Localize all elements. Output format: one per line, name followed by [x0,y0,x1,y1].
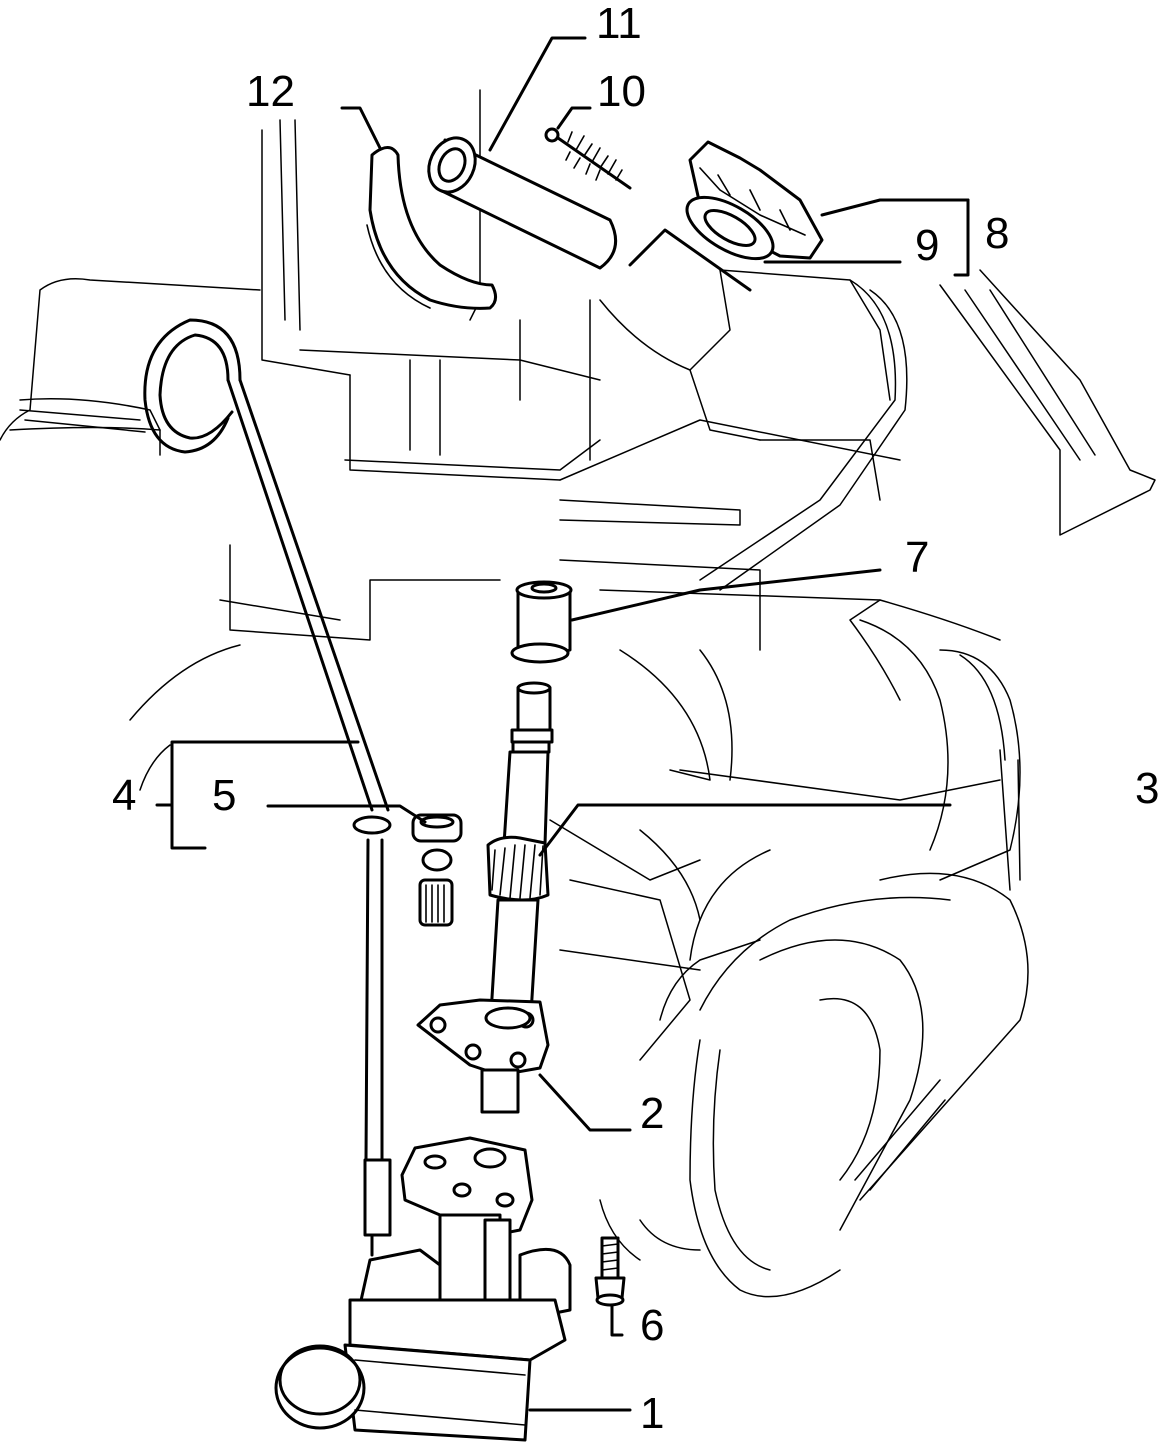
leader-2 [538,1073,632,1132]
bracket-8-9 [953,198,970,277]
leader-5 [266,804,427,824]
part-11-sleeve-tube [427,136,618,270]
leader-11 [488,36,587,152]
part-3-drive-shaft [486,681,554,1032]
callout-8: 8 [985,209,1009,258]
part-6-bolt [594,1236,626,1307]
callout-5: 5 [212,771,236,820]
leader-4 [170,740,360,850]
callout-4: 4 [112,771,136,820]
callout-11: 11 [596,0,642,48]
leader-6 [610,1303,624,1337]
part-4-dipstick [143,318,392,1257]
leader-7 [570,568,882,622]
callout-7: 7 [905,533,929,582]
callout-9: 9 [915,221,939,270]
callout-1: 1 [640,1389,664,1438]
callout-labels: 1 2 3 4 5 6 7 8 9 10 11 12 [112,0,1159,1438]
callout-10: 10 [597,67,646,116]
part-10-spring-clip [544,127,632,190]
leader-lines [155,36,970,1412]
leader-3 [538,803,952,857]
callout-2: 2 [640,1089,664,1138]
part-12-curved-pipe [366,146,497,310]
part-7-bushing [510,580,573,664]
callout-3: 3 [1135,764,1159,813]
part-1-oil-pump [274,1136,572,1442]
callout-6: 6 [640,1301,664,1350]
part-9-gasket-ring [685,195,775,261]
callout-12: 12 [246,67,295,116]
leader-8 [820,198,970,217]
engine-block-background [0,89,1156,1298]
part-5-guide-oring [352,813,463,927]
part-2-flange-gasket [416,998,550,1114]
leader-12 [340,106,382,150]
bracket-wedge [628,228,752,292]
leader-10 [556,106,592,130]
